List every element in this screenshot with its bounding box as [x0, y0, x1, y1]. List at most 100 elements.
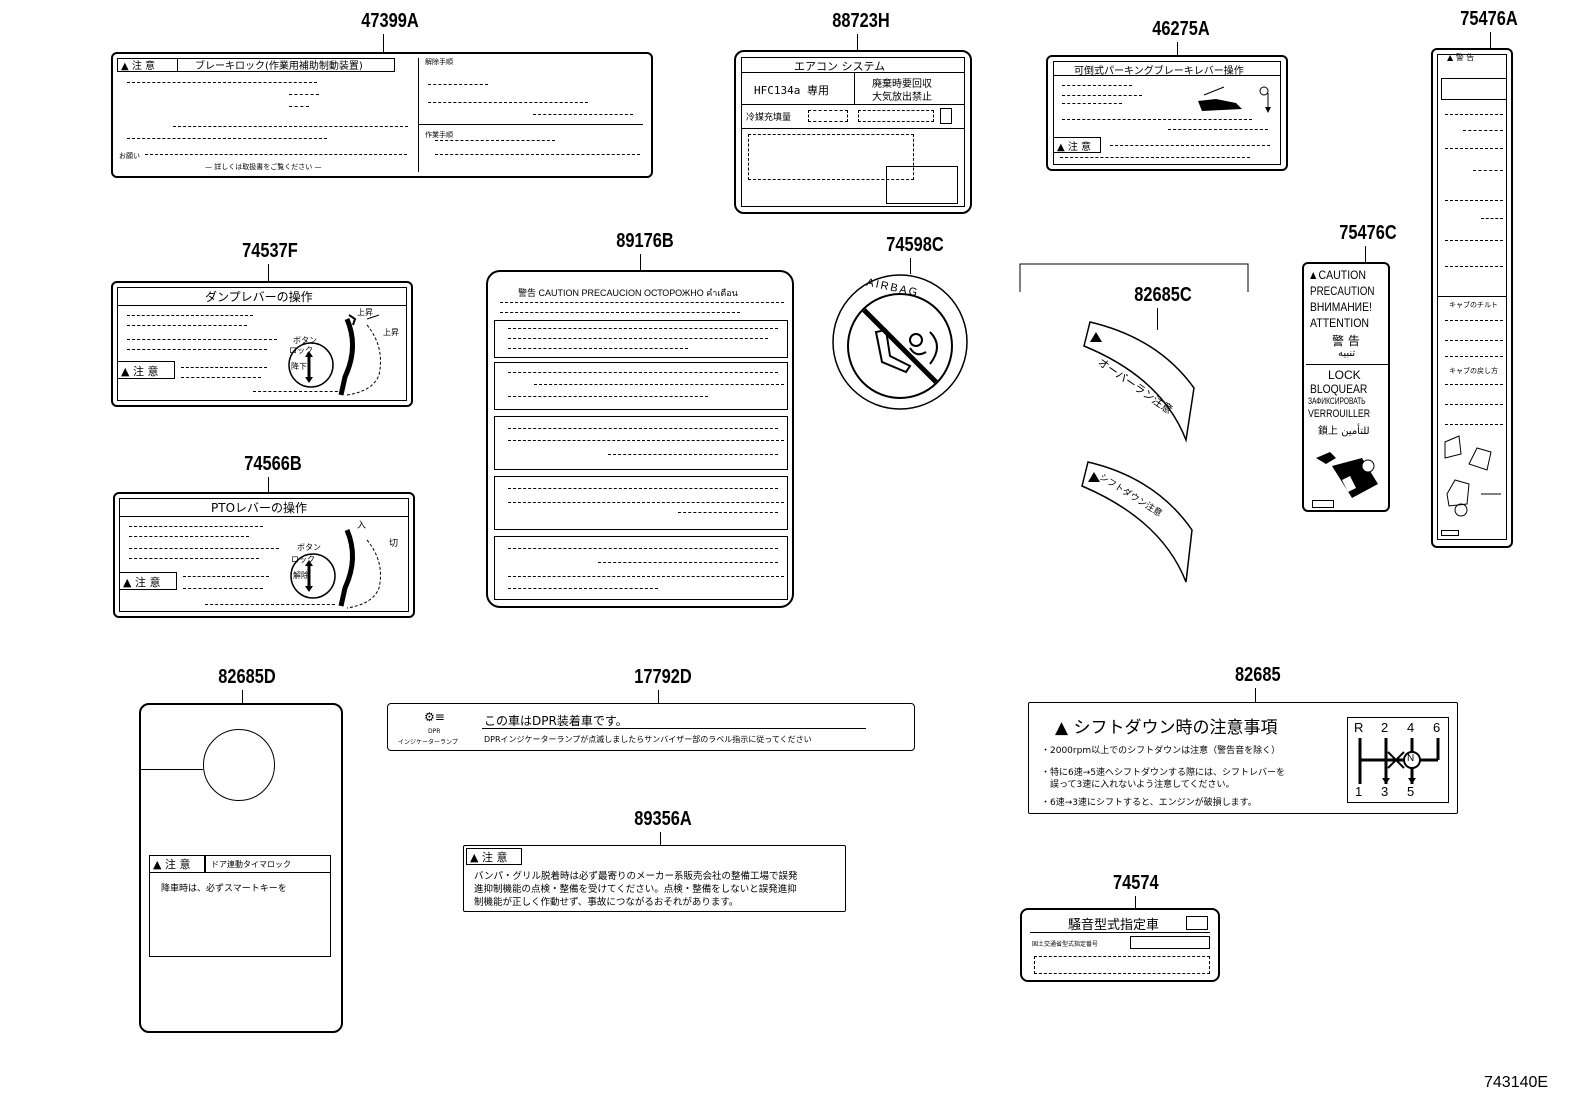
text-line: [508, 372, 778, 373]
foot-text: — 詳しくは取扱書をご覧ください —: [205, 163, 322, 171]
label-inner: [1437, 54, 1507, 540]
right-top-text: 解除手順: [425, 58, 453, 66]
button-text: ボタン: [293, 336, 317, 345]
precaution-line: PRECAUTION: [1310, 284, 1375, 298]
note-text: DPRインジケーターランプが点滅しましたらサンバイザー部のラベル指示に従ってくだ…: [484, 735, 812, 744]
refrigerant-text: HFC134a 専用: [754, 84, 829, 97]
text-line: [508, 328, 778, 329]
text-line: [533, 114, 633, 115]
recovery-text-1: 廃棄時要回収: [872, 79, 932, 90]
text-line: [428, 84, 488, 85]
cab-tilt-illustration: [1444, 435, 1501, 517]
text-line: [508, 548, 778, 549]
leader-line: [1177, 42, 1178, 56]
text-line: [1445, 356, 1503, 357]
label-75476A: ▲ 警 告 キャブのチルト キャブの戻し方: [1431, 48, 1513, 548]
text-line: [428, 102, 588, 103]
text-box: [1441, 78, 1507, 100]
shift-pattern-box: R 2 4 6 1 3 5 N: [1347, 717, 1449, 803]
caution-text: ▲ 注 意: [153, 858, 191, 871]
divider: [418, 124, 643, 125]
caution-line: ▲CAUTION: [1308, 268, 1366, 282]
section-4: [494, 476, 788, 530]
text-line: [598, 562, 778, 563]
text-line: [1445, 266, 1503, 267]
label-74537F: ダンプレバーの操作 ▲ 注 意 ボタン ロック 降下 上昇 上昇: [111, 281, 413, 407]
label-title: ドア連動タイマロック: [211, 860, 291, 869]
divider: [1030, 932, 1210, 933]
caution-text: ▲ 注 意: [470, 851, 508, 864]
text-line: [678, 512, 778, 513]
label-inner: [741, 57, 965, 207]
text-line: [435, 140, 555, 141]
verrouiller-line: VERROUILLER: [1308, 408, 1371, 420]
text-line: [181, 367, 267, 368]
text-line: [1445, 148, 1503, 149]
caution-text: ▲ 注 意: [121, 365, 159, 378]
button-text: ボタン: [297, 543, 321, 552]
divider: [1306, 364, 1388, 365]
top-text: 上昇: [383, 328, 399, 337]
part-number-75476A: 75476A: [1460, 8, 1518, 30]
label-89176B: 警告 CAUTION PRECAUCION ОСТОРОЖНО คำเตือน: [486, 270, 794, 608]
text-line: [500, 312, 740, 313]
text-line: [1445, 404, 1503, 405]
part-number-47399A: 47399A: [361, 10, 419, 32]
hole-circle: [203, 729, 275, 801]
text-line: [1445, 384, 1503, 385]
text-line: [1062, 103, 1122, 104]
label-74566B: PTOレバーの操作 ▲ 注 意 ボタン ロック 解除 入 切: [113, 492, 415, 618]
down-text: 降下: [291, 362, 307, 371]
leader-line: [857, 34, 858, 50]
text-line: [127, 82, 317, 83]
leader-line: [1157, 308, 1158, 330]
text-line: [508, 488, 778, 489]
part-number-82685D: 82685D: [218, 666, 276, 688]
label-title: 可倒式パーキングブレーキレバー操作: [1074, 66, 1244, 77]
part-number-17792D: 17792D: [634, 666, 692, 688]
leader-line: [1365, 246, 1366, 262]
label-title: エアコン システム: [794, 60, 886, 73]
leader-line: [910, 258, 911, 274]
label-82685: ▲ シフトダウン時の注意事項 ・2000rpm以上でのシフトダウンは注意（警告音…: [1028, 702, 1458, 814]
label-title: ダンプレバーの操作: [205, 290, 313, 304]
leader-line: [1255, 688, 1256, 702]
text-line: [608, 454, 778, 455]
text-line: [508, 440, 784, 441]
label-title: ブレーキロック(作業用補助制動装置): [195, 61, 363, 72]
leader-line: [268, 264, 269, 282]
text-line: [173, 126, 408, 127]
leader-line: [1490, 32, 1491, 48]
text-line: [1060, 157, 1250, 158]
bullet-2b: 誤って3速に入れないよう注意してください。: [1041, 780, 1235, 790]
divider: [741, 72, 965, 73]
label-inner: [119, 498, 409, 612]
text-line: [127, 339, 277, 340]
in-text: 入: [357, 521, 367, 531]
text-line: [508, 576, 784, 577]
label-title: PTOレバーの操作: [211, 501, 308, 515]
stamp-box: [1186, 916, 1208, 930]
shift-pattern: [1358, 738, 1440, 784]
text-line: [508, 338, 768, 339]
gear-2: 2: [1381, 720, 1389, 735]
warning-title: ▲ 警 告: [1447, 53, 1475, 62]
release-text: 解除: [293, 571, 309, 580]
text-line: [508, 588, 658, 589]
label-inner: [117, 287, 407, 401]
text-line: [1110, 145, 1270, 146]
label-17792D: ⚙≡ DPR インジケーターランプ この車はDPR装着車です。 DPRインジケー…: [387, 703, 915, 751]
text-line: [289, 94, 319, 95]
text-line: [1062, 119, 1252, 120]
lock-text: ロック: [291, 555, 315, 564]
caution-box: [119, 572, 177, 590]
text-line: [127, 138, 327, 139]
stamp-area: [886, 166, 958, 204]
text-line: [1062, 85, 1132, 86]
bullet-2a: ・特に6速→5速へシフトダウンする際には、シフトレバーを: [1041, 768, 1285, 778]
tilt-title: キャブのチルト: [1449, 301, 1498, 309]
shiftdown-label-shape: [1081, 461, 1193, 583]
part-number-82685: 82685: [1235, 664, 1281, 686]
part-number-74574: 74574: [1113, 872, 1159, 894]
part-number-74566B: 74566B: [244, 453, 302, 475]
